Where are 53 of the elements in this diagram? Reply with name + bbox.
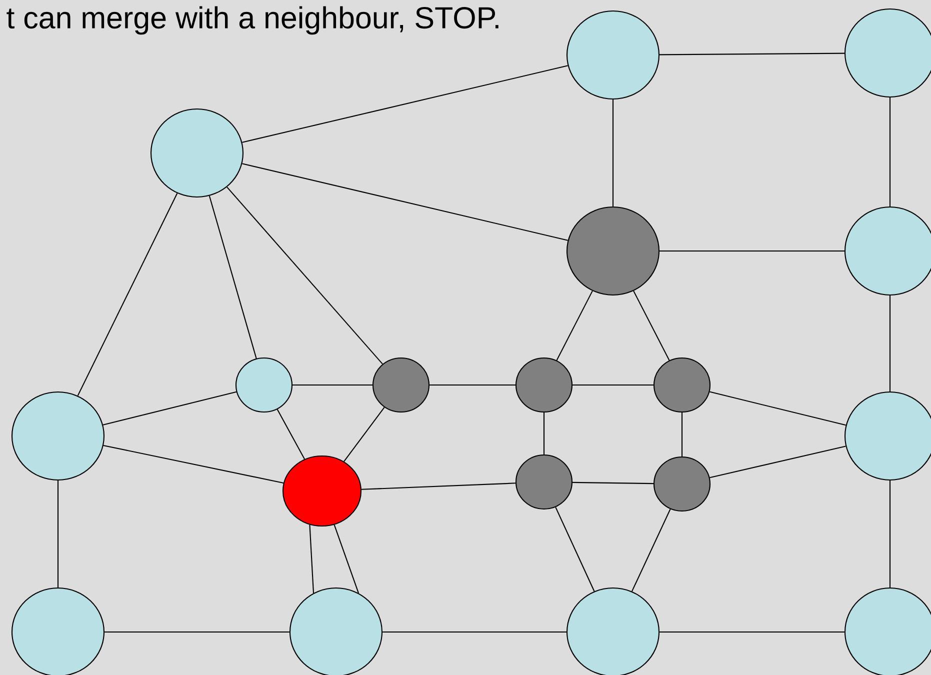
connector-line	[77, 193, 178, 396]
node-circle	[653, 357, 711, 413]
node-circle	[844, 206, 931, 296]
connector-line	[572, 482, 654, 484]
connector-line	[543, 412, 545, 454]
node-circle	[11, 587, 105, 675]
connector-line	[242, 163, 568, 241]
connector-line	[344, 407, 385, 462]
node-circle	[844, 587, 931, 675]
node-circle	[11, 391, 105, 481]
connector-line	[633, 290, 670, 361]
heading-text: t can merge with a neighbour, STOP.	[6, 6, 498, 35]
connector-line	[631, 508, 671, 592]
connector-line	[382, 631, 566, 633]
connector-line	[660, 631, 844, 633]
connector-line	[556, 290, 593, 361]
node-circle	[372, 357, 430, 413]
connector-line	[889, 98, 891, 206]
connector-line	[104, 631, 290, 633]
connector-line	[292, 384, 372, 386]
node-circle	[235, 357, 293, 413]
connector-line	[208, 196, 257, 359]
node-circle	[282, 455, 362, 527]
connector-line	[572, 384, 654, 386]
connector-line	[361, 482, 516, 490]
connector-line	[276, 409, 306, 460]
node-circle	[844, 8, 931, 98]
connector-line	[889, 480, 891, 588]
node-circle	[566, 206, 660, 296]
node-circle	[515, 454, 573, 510]
connector-line	[334, 524, 359, 594]
connector-line	[612, 100, 614, 206]
connector-line	[309, 524, 314, 594]
node-circle	[844, 391, 931, 481]
connector-line	[226, 186, 383, 364]
connector-line	[681, 412, 683, 456]
connector-line	[660, 250, 844, 252]
connector-line	[103, 444, 284, 484]
node-circle	[653, 456, 711, 512]
node-circle	[289, 587, 383, 675]
node-circle	[566, 10, 660, 100]
connector-line	[555, 506, 595, 592]
connector-line	[889, 296, 891, 392]
node-circle	[515, 357, 573, 413]
connector-line	[710, 446, 846, 478]
connector-line	[660, 52, 844, 56]
node-circle	[150, 108, 244, 198]
connector-line	[710, 391, 846, 426]
node-circle	[566, 587, 660, 675]
connector-line	[430, 384, 516, 386]
connector-line	[242, 65, 568, 143]
connector-line	[102, 391, 236, 426]
connector-line	[57, 480, 59, 588]
